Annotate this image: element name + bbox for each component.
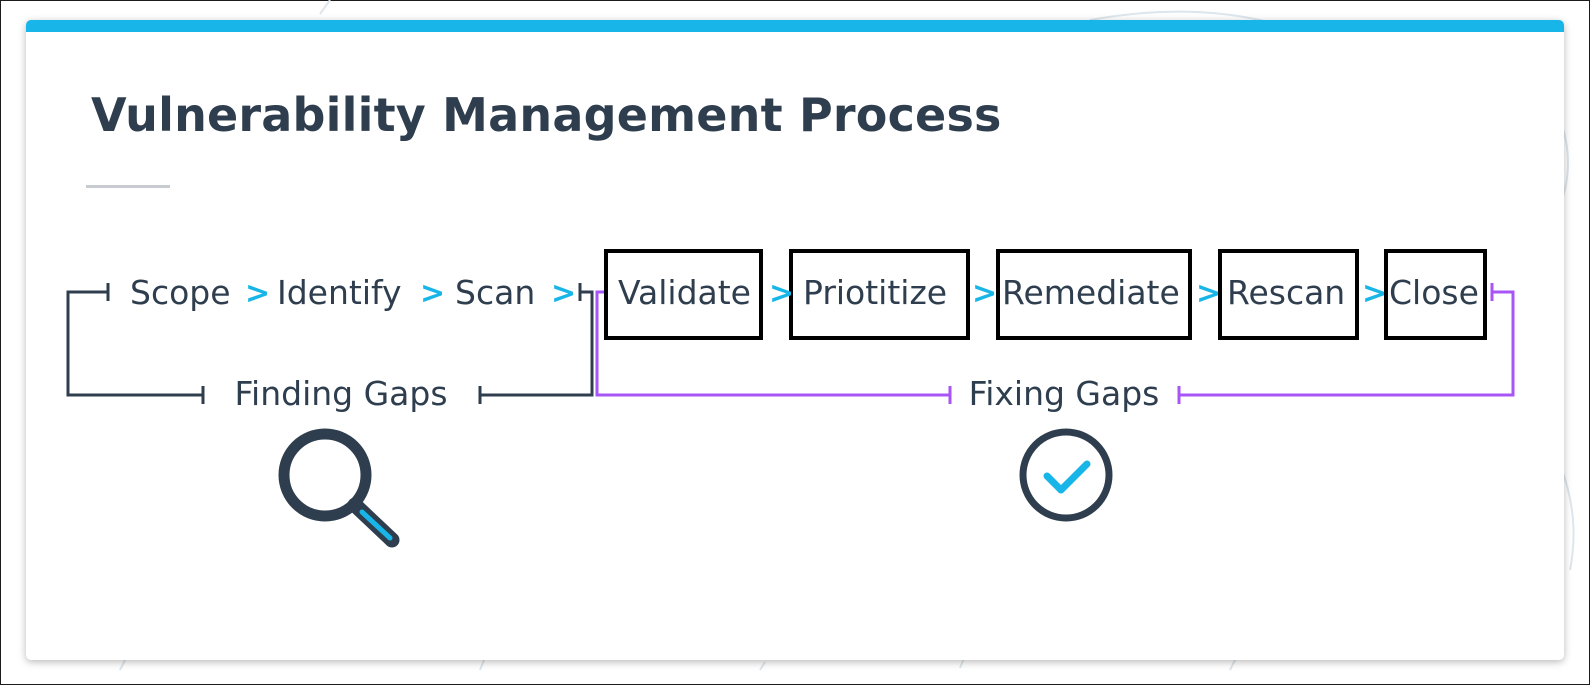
card-accent-bar xyxy=(26,20,1564,32)
step-separator: > xyxy=(1196,276,1221,311)
magnifying-glass-icon xyxy=(278,428,400,548)
finding-gaps-label: Finding Gaps xyxy=(234,374,447,413)
step-separator: > xyxy=(420,276,445,311)
step-separator: > xyxy=(972,276,997,311)
step-scope: Scope xyxy=(130,273,231,312)
step-separator: > xyxy=(245,276,270,311)
process-diagram: Scope > Identify > Scan > Validate > Pri… xyxy=(66,249,1515,548)
step-rescan: Rescan xyxy=(1227,273,1345,312)
rescan-box xyxy=(1218,249,1359,340)
step-close: Close xyxy=(1389,273,1479,312)
step-validate: Validate xyxy=(618,273,751,312)
step-prioritize: Priotitize xyxy=(803,273,947,312)
step-scan: Scan xyxy=(455,273,535,312)
step-remediate: Remediate xyxy=(1002,273,1180,312)
validate-box xyxy=(604,249,763,340)
title-underline xyxy=(86,185,170,188)
check-circle-icon xyxy=(1019,428,1113,522)
step-identify: Identify xyxy=(277,273,402,312)
step-separator: > xyxy=(769,276,794,311)
process-card: Vulnerability Management Process xyxy=(26,20,1564,660)
close-box xyxy=(1384,249,1487,340)
fixing-gaps-label: Fixing Gaps xyxy=(969,374,1160,413)
finding-gaps-bracket xyxy=(66,283,594,404)
step-boxes xyxy=(604,249,1487,340)
step-separator: > xyxy=(1362,276,1387,311)
page-title: Vulnerability Management Process xyxy=(91,88,1002,142)
step-separator: > xyxy=(551,276,576,311)
remediate-box xyxy=(996,249,1192,340)
prioritize-box xyxy=(789,249,970,340)
